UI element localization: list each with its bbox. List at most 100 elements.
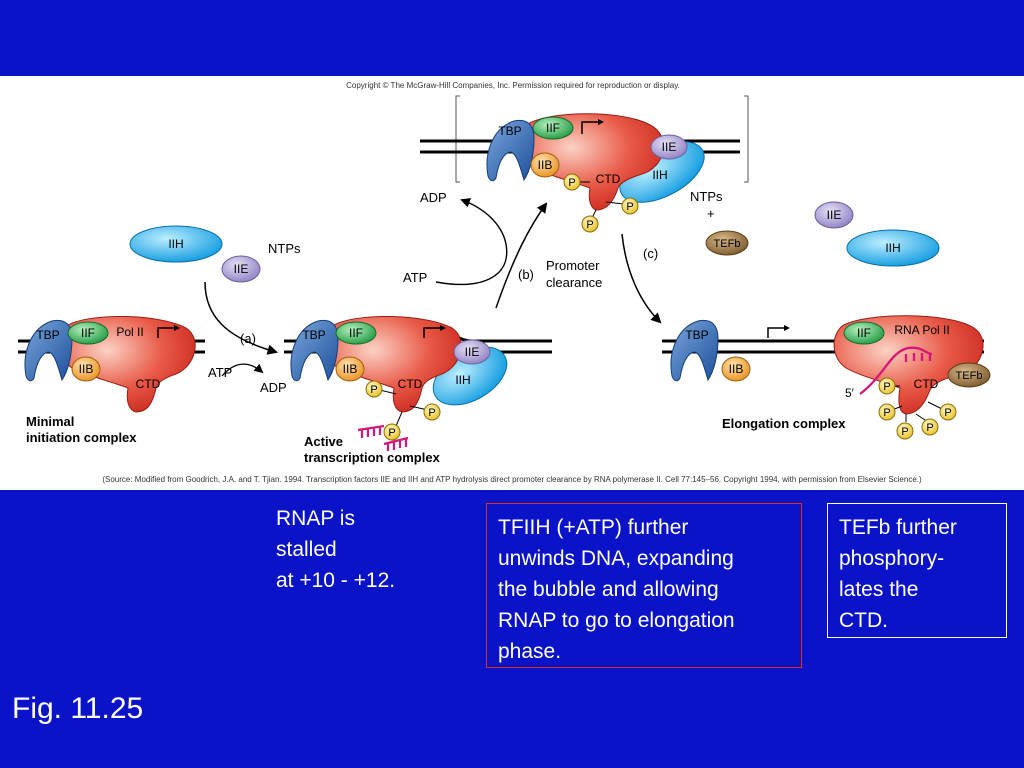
tbp-top-label: TBP [498,124,521,138]
iib-active [335,356,365,382]
iih-label: IIH [455,373,470,387]
svg-text:P: P [388,427,395,439]
tbp-active-label: TBP [302,328,325,342]
free-tefb [705,230,749,256]
iib-top [530,152,560,178]
tbp-label: TBP [36,328,59,342]
iif-top-label: IIF [546,121,560,135]
pol-ii-label: Pol II [116,325,143,339]
stalled-note: RNAP is stalled at +10 - +12. [276,507,396,592]
rna-transcript [859,346,933,395]
released-iih-label: IIH [885,241,900,255]
iif-shape [67,321,109,345]
iif-elong-label: IIF [857,326,871,340]
tefb-bound-label: TEFb [956,370,983,382]
p-circle [896,422,914,440]
iih-top-label: IIH [652,168,667,182]
source-citation: (Source: Modified from Goodrich, J.A. an… [102,475,922,484]
iie-top [650,134,688,160]
p-circle [921,418,939,436]
minimal-initiation-complex: Pol II CTD TBP IIF IIB Minimal initiatio… [18,316,205,445]
figure-number: Fig. 11.25 [12,692,144,725]
elongation-complex: TBP IIB RNA Pol II IIF 5′ CTD TEFb P P P… [662,315,991,440]
step-c-arrow [621,233,662,324]
tbp-shape [24,319,73,382]
atp-adp-arrow [221,363,264,377]
svg-text:P: P [944,407,951,419]
p-circle [383,423,401,441]
step-a-arrow [204,281,279,355]
adp-label-a: ADP [260,380,287,395]
iib-top-label: IIB [538,158,553,172]
p-circle [621,197,639,215]
free-iih-label: IIH [168,237,183,251]
p-circle [939,403,957,421]
iif-top [532,116,574,140]
copyright-text: Copyright © The McGraw-Hill Companies, I… [346,81,680,90]
iib-active-label: IIB [343,362,358,376]
ctd-label: CTD [136,377,161,391]
tfiih-note-box: TFIIH (+ATP) further unwinds DNA, expand… [486,503,802,668]
rna-pol-ii-label: RNA Pol II [894,323,949,337]
svg-text:P: P [568,177,575,189]
p-circle [878,377,896,395]
svg-text:P: P [586,219,593,231]
p-circle [581,215,599,233]
p-circle [563,173,581,191]
ctd-elong-label: CTD [914,377,939,391]
active-transcription-complex: IIH CTD TBP IIF IIB IIE P P P Active tra… [284,316,552,465]
free-iie-label: IIE [234,262,249,276]
promoter-clearance-label: Promoter clearance [546,258,603,290]
released-iih [846,229,940,267]
p-circle [878,403,896,421]
tbp-active [290,319,339,382]
plus-label: + [707,206,715,221]
iib-shape [71,356,101,382]
ntps-label-c: NTPs [690,189,723,204]
ctd-active-label: CTD [398,377,423,391]
tbp-top [486,119,535,182]
free-tefb-label: TEFb [714,238,741,250]
tbp-elong-label: TBP [685,328,708,342]
iif-active-label: IIF [349,326,363,340]
svg-text:P: P [428,407,435,419]
tefb-note-box: TEFb further phosphory- lates the CTD. [827,503,1007,638]
active-complex-title: Active transcription complex [304,434,441,465]
adp-label-b: ADP [420,190,447,205]
iif-active [335,321,377,345]
iie-active-label: IIE [465,345,480,359]
iie-active [453,339,491,365]
tss-arrow [157,327,178,338]
svg-text:P: P [370,384,377,396]
atp-label-b: ATP [403,270,427,285]
ctd-top-label: CTD [596,172,621,186]
minimal-complex-title: Minimal initiation complex [26,414,137,445]
atp-label-a: ATP [208,365,232,380]
iif-label: IIF [81,326,95,340]
ntps-label: NTPs [268,241,301,256]
figure-panel: Copyright © The McGraw-Hill Companies, I… [0,76,1024,490]
svg-text:P: P [883,407,890,419]
svg-text:P: P [901,426,908,438]
iie-top-label: IIE [662,140,677,154]
iib-elong [721,356,751,382]
rna-fragment [383,436,409,451]
step-c-label: (c) [643,246,658,261]
iif-elong [843,321,885,345]
five-prime-label: 5′ [845,386,855,400]
svg-text:P: P [926,422,933,434]
step-b-label: (b) [518,267,534,282]
p-circle [423,403,441,421]
svg-text:P: P [883,381,890,393]
p-circle [365,380,383,398]
released-iie [814,201,854,229]
tss-arrow-elong [767,327,788,338]
tbp-elong [670,319,719,382]
transcription-diagram: Copyright © The McGraw-Hill Companies, I… [18,81,991,484]
elongation-complex-title: Elongation complex [722,416,846,431]
atp-to-adp-arrow [435,198,508,286]
svg-text:P: P [626,201,633,213]
free-iie [221,255,261,283]
iib-elong-label: IIB [729,362,744,376]
rna-fragment [357,424,385,438]
